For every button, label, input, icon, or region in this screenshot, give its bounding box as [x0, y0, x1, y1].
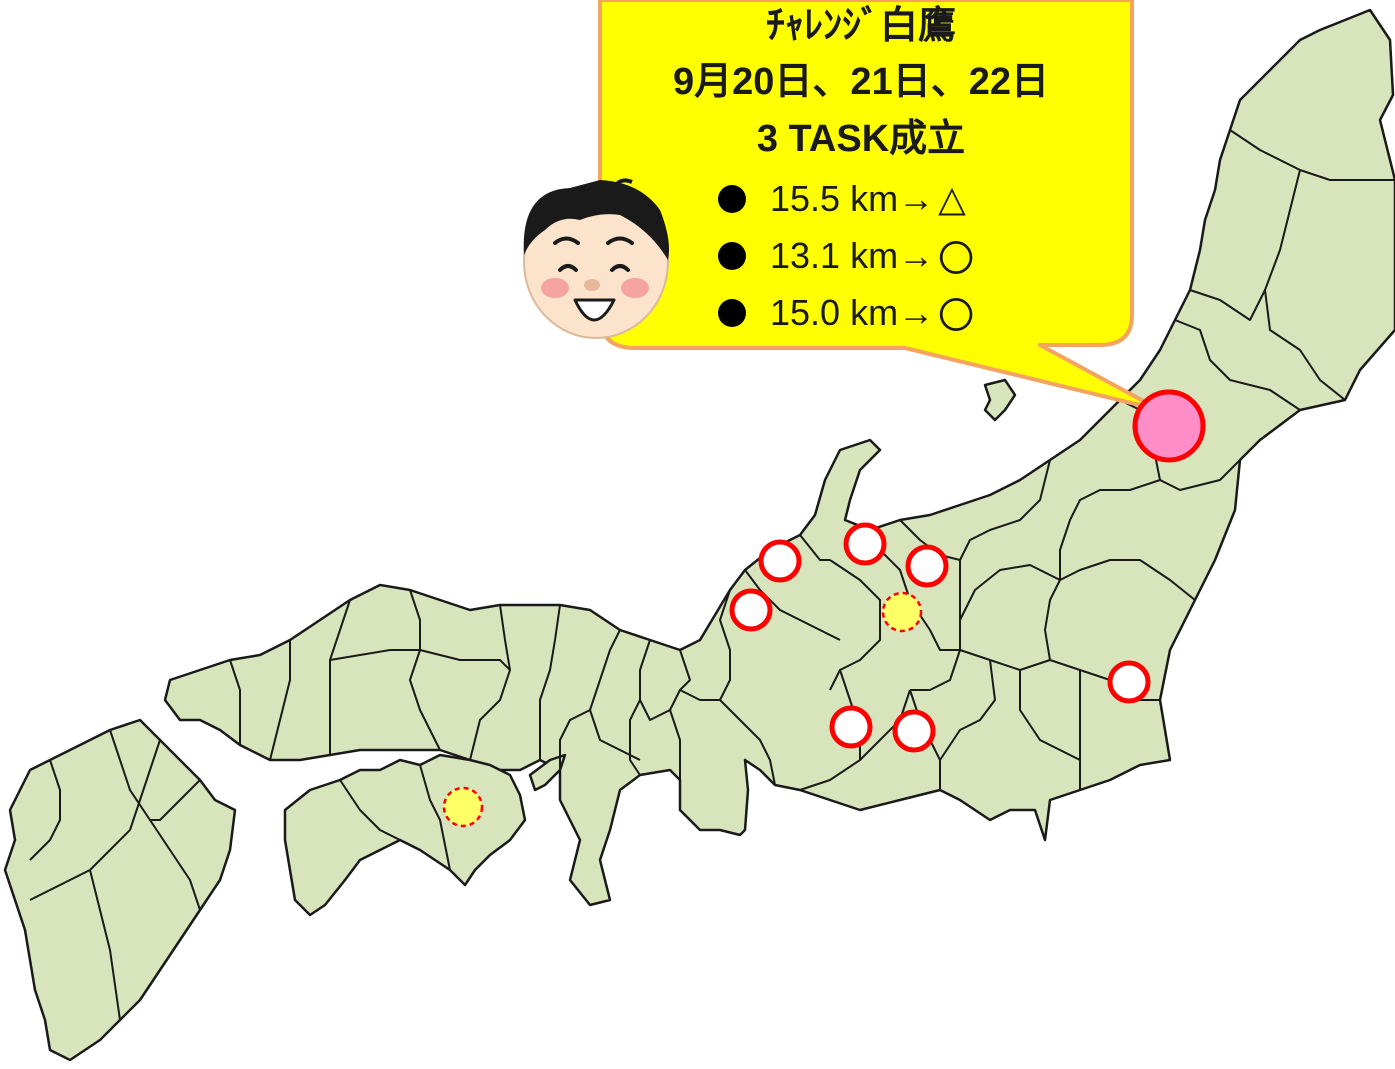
smiling-boy-icon	[523, 178, 669, 339]
open-circle-marker[interactable]	[829, 705, 873, 749]
dashed-circle-marker[interactable]	[881, 591, 923, 633]
highlight-site-marker[interactable]	[1132, 389, 1206, 463]
prefecture-borders	[29, 129, 1395, 1021]
shikoku-island	[283, 753, 527, 917]
bullet-icon	[718, 184, 746, 213]
result-distance: 15.0 km→	[770, 291, 935, 333]
callout-dates: 9月20日、21日、22日	[673, 61, 1049, 103]
kyushu-island	[3, 718, 237, 1062]
callout-title: ﾁｬﾚﾝｼﾞ白鷹	[765, 5, 956, 47]
result-list: 15.5 km→ △ 13.1 km→ 〇 15.0 km→ 〇	[718, 170, 974, 341]
open-circle-marker[interactable]	[892, 709, 936, 753]
open-circle-marker[interactable]	[1107, 660, 1151, 704]
result-distance: 13.1 km→	[770, 234, 935, 276]
open-circle-marker[interactable]	[729, 588, 773, 632]
result-mark: △	[938, 177, 966, 219]
open-circle-marker[interactable]	[758, 539, 802, 583]
open-circle-marker[interactable]	[905, 544, 949, 588]
list-item: 13.1 km→ 〇	[718, 227, 974, 284]
bullet-icon	[718, 298, 746, 327]
list-item: 15.0 km→ 〇	[718, 284, 974, 341]
dashed-circle-marker[interactable]	[442, 786, 484, 828]
result-mark: 〇	[938, 237, 975, 279]
callout-tasks: 3 TASK成立	[756, 118, 966, 160]
result-mark: 〇	[938, 294, 975, 336]
site-markers	[442, 389, 1206, 828]
bullet-icon	[718, 241, 746, 270]
list-item: 15.5 km→ △	[718, 170, 974, 227]
sado-island	[983, 378, 1017, 422]
result-distance: 15.5 km→	[770, 177, 935, 219]
open-circle-marker[interactable]	[843, 522, 887, 566]
